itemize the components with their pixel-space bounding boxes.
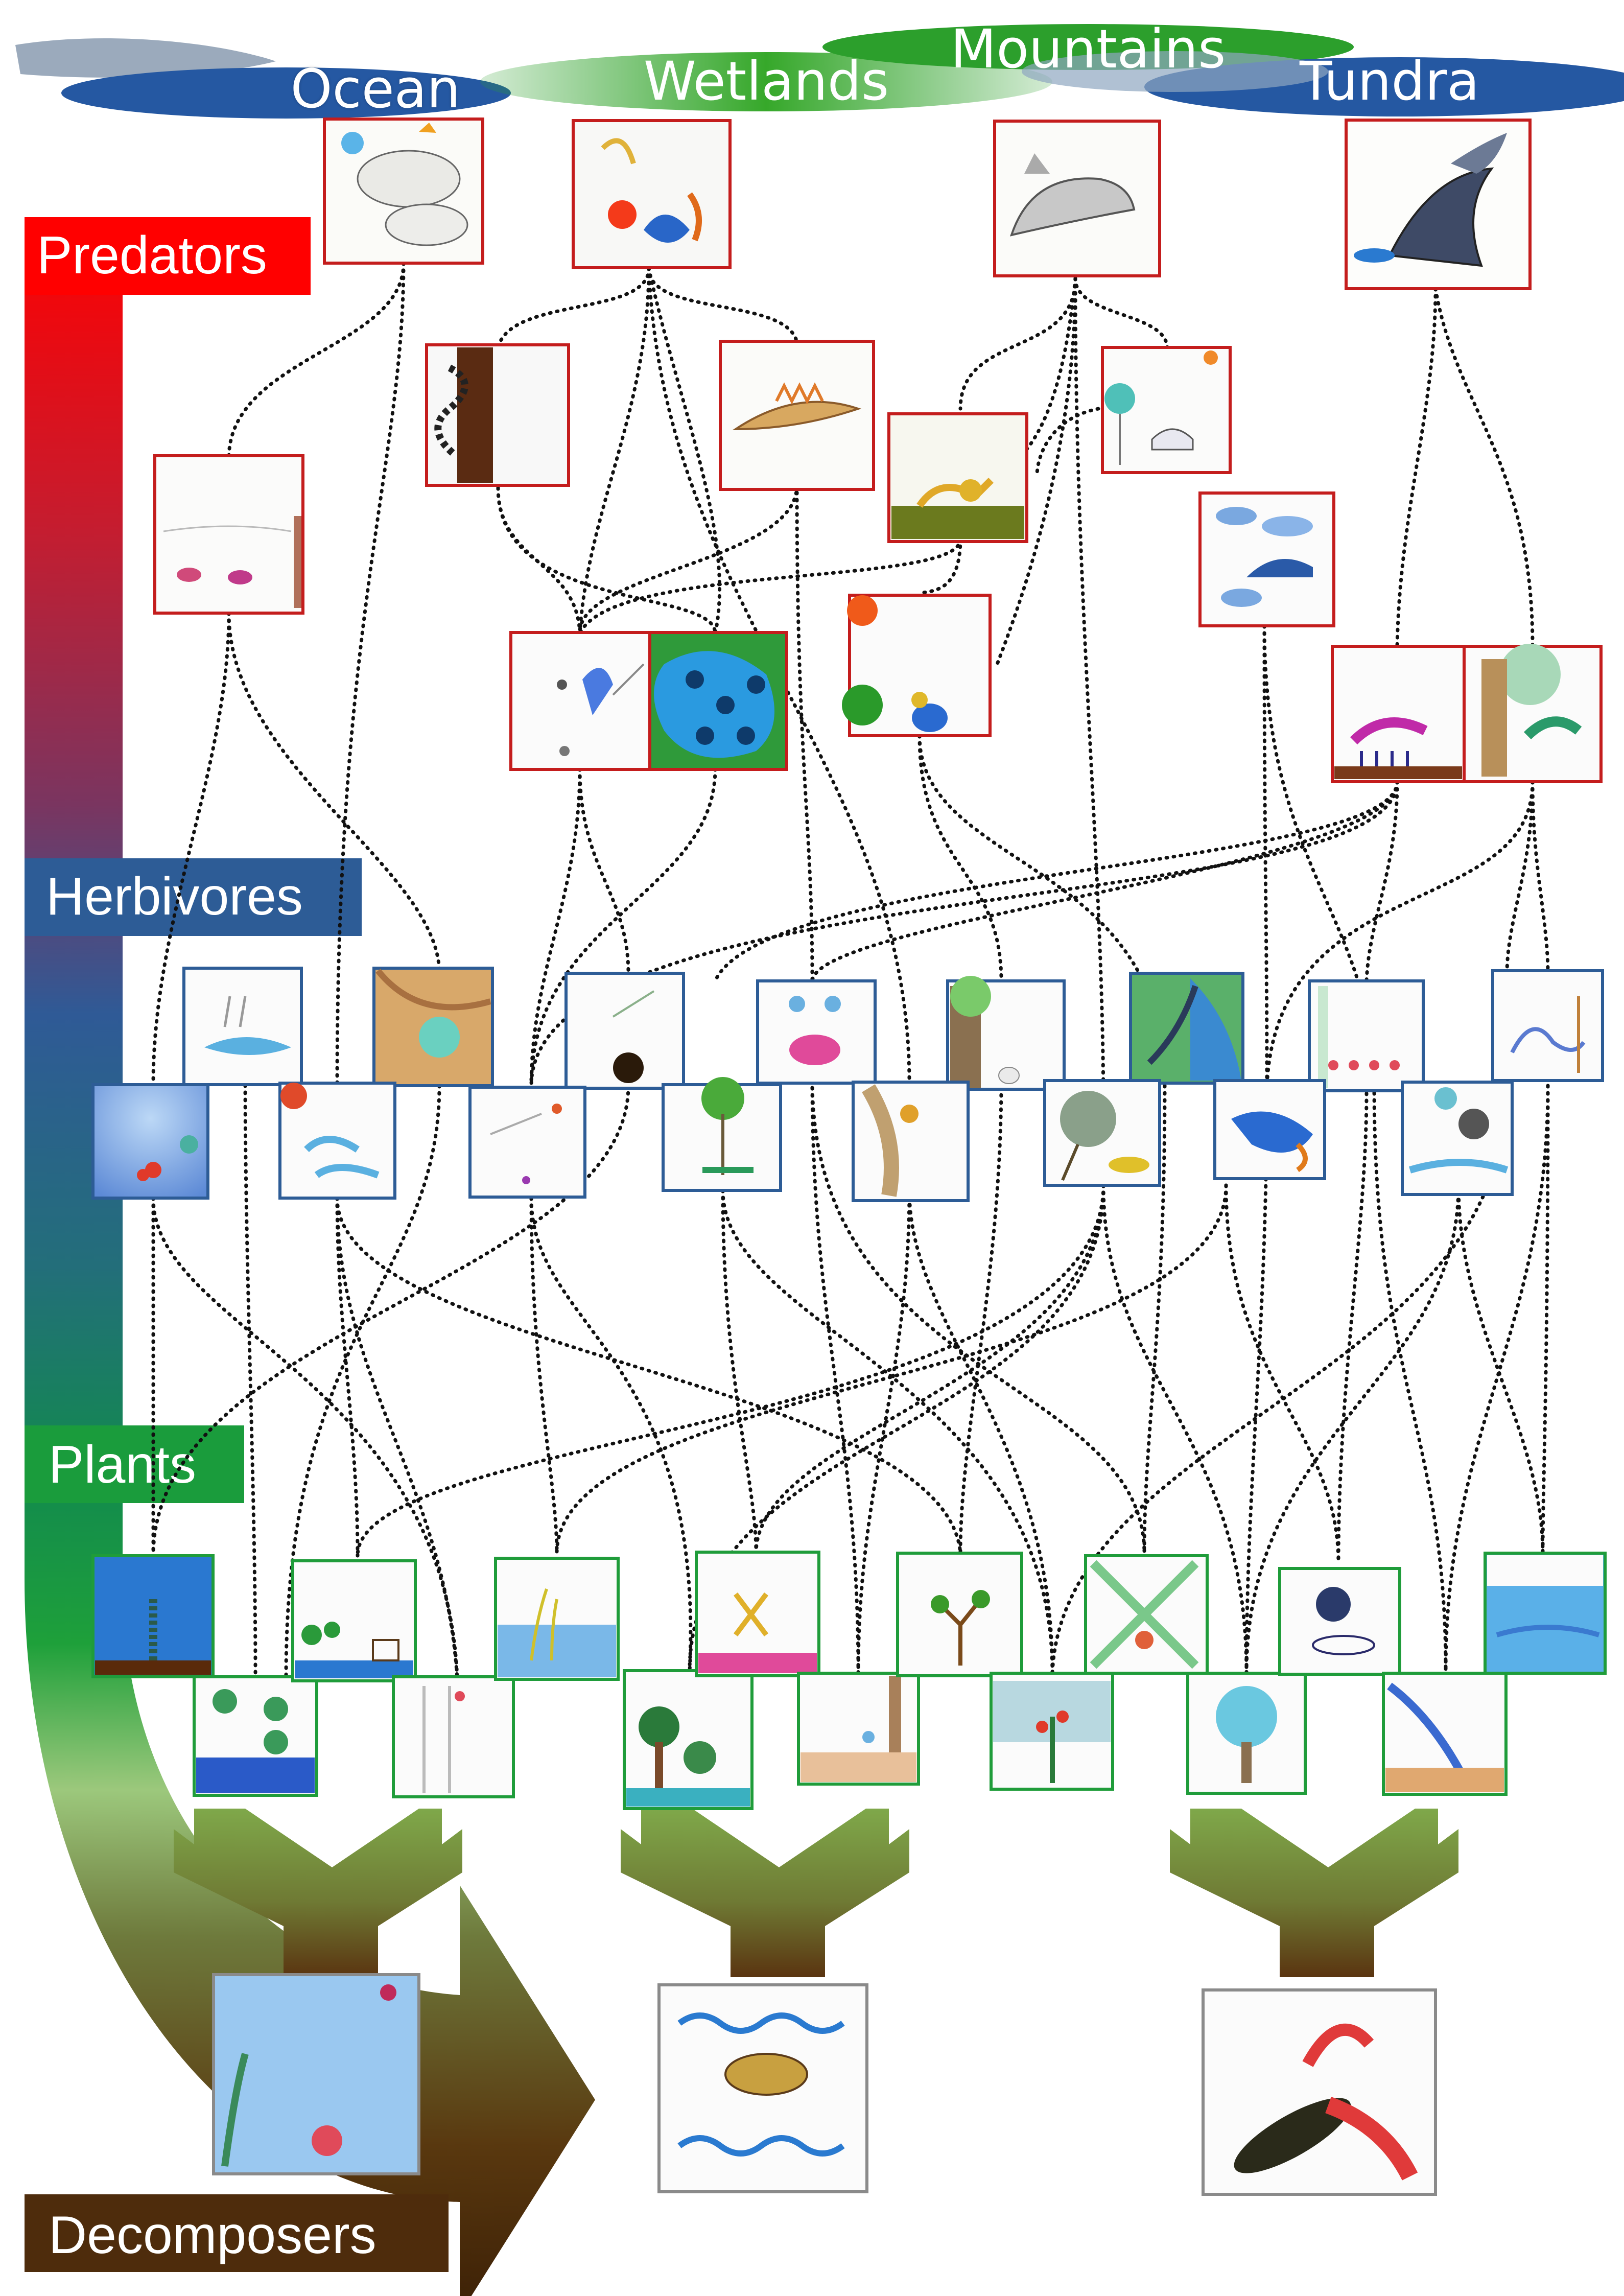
predator-node-sky-wolf [1198, 491, 1335, 627]
herbivore-node-flowers-fish [91, 1083, 209, 1200]
herbivore-node-chameleon [1213, 1079, 1326, 1180]
herbivore-node-sun-scene [372, 967, 494, 1087]
predator-node-big-cats [887, 412, 1028, 543]
herbivore-node-shrub-critter [1043, 1079, 1161, 1187]
predator-node-snake [425, 343, 570, 487]
level-label-decomposers: Decomposers [25, 2194, 449, 2272]
predator-node-fish-pair [153, 454, 304, 615]
plant-node-hedgehog-flower [1278, 1567, 1401, 1676]
herbivore-node-tree-crocodile [662, 1077, 782, 1192]
decomposer-node-fly [1202, 1988, 1437, 2196]
plant-node-round-tree [1186, 1672, 1307, 1795]
predator-node-spiked-lizard [719, 340, 875, 491]
herbivore-node-goats [278, 1082, 396, 1200]
decomposer-node-waves-shrimp [657, 1983, 868, 2193]
predator-node-tree-lizard [1463, 644, 1603, 783]
herbivore-node-hummingbird [468, 1086, 586, 1199]
svg-text:Predators: Predators [37, 226, 267, 285]
predator-node-insects [509, 631, 651, 771]
predator-node-anglerfish [323, 118, 484, 265]
biome-label-wetlands: Wetlands [644, 50, 889, 112]
herbivore-node-crab [756, 979, 877, 1085]
predator-node-mountain-goat [1101, 346, 1232, 474]
svg-text:Plants: Plants [49, 1435, 196, 1494]
plant-node-reeds [494, 1557, 620, 1681]
herbivore-node-tree-rabbit [946, 976, 1066, 1091]
plant-node-grass [1084, 1554, 1209, 1675]
plant-node-sea-shore [1484, 1552, 1607, 1675]
biome-label-tundra: Tundra [1299, 50, 1479, 112]
plant-node-forest [623, 1669, 754, 1810]
plant-node-birch [392, 1675, 515, 1798]
biome-band [15, 24, 1624, 119]
svg-text:Decomposers: Decomposers [49, 2206, 376, 2265]
herbivore-node-branch-critter [1491, 969, 1604, 1082]
predator-node-whale [993, 120, 1161, 277]
level-label-predators: Predators [25, 217, 311, 295]
herbivore-node-insect-scene [564, 972, 685, 1090]
plant-node-lilypads [193, 1675, 318, 1797]
decomposer-recycle-arrow-2 [621, 1809, 909, 1977]
biome-label-mountains: Mountains [951, 18, 1226, 80]
decomposer-recycle-arrow-1 [174, 1809, 462, 1977]
decomposer-node-seabed [212, 1973, 420, 2175]
predator-node-winged-dragon [1345, 119, 1532, 290]
predator-node-blue-blob [648, 631, 788, 771]
level-label-plants: Plants [25, 1425, 244, 1503]
biome-label-ocean: Ocean [291, 58, 461, 120]
predator-node-bird [842, 594, 992, 737]
plant-node-flower-shore [695, 1551, 820, 1677]
decomposer-recycle-arrow-3 [1170, 1809, 1458, 1977]
plant-node-meadow [797, 1672, 920, 1786]
energy-flow-arrow [25, 217, 595, 2296]
predator-node-tundra-beast [1331, 645, 1466, 783]
herbivore-node-hedgehog [1401, 1081, 1514, 1196]
plant-node-cactus-berries [990, 1672, 1114, 1791]
predator-node-seadragon [572, 119, 732, 269]
plant-node-shore-trees [291, 1559, 417, 1682]
herbivore-node-worm [1129, 972, 1244, 1085]
plant-node-kelp [91, 1554, 215, 1678]
plant-node-young-tree [896, 1552, 1023, 1677]
herbivore-node-flowers [1308, 979, 1425, 1092]
herbivore-node-tree-squirrel [852, 1081, 970, 1202]
level-label-herbivores: Herbivores [25, 858, 362, 936]
herbivore-node-rabbit-fish [182, 967, 303, 1086]
feeding-links [151, 261, 1550, 1680]
plant-node-ice-plants [1382, 1672, 1508, 1796]
